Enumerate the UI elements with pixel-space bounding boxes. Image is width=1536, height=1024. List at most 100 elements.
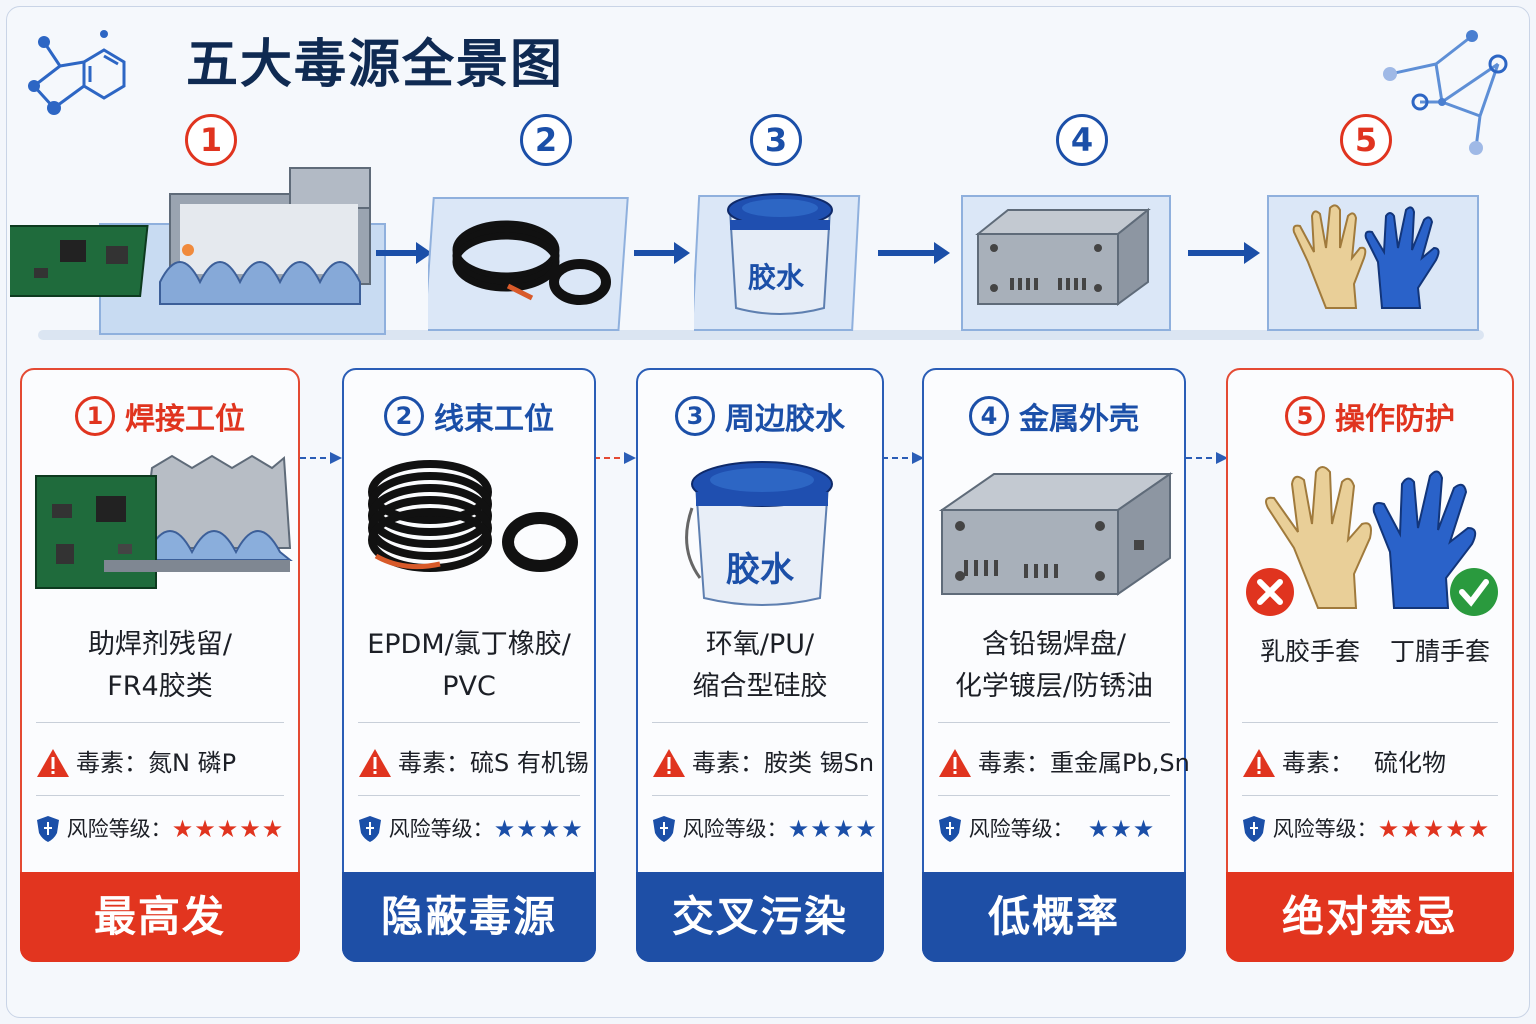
- risk-stars: ★★★: [1087, 815, 1156, 843]
- risk-row: 风险等级：★★★★★: [36, 810, 292, 846]
- page-title: 五大毒源全景图: [186, 35, 565, 95]
- toxin-row: 毒素：重金属Pb,Sn: [938, 742, 1190, 782]
- card-description: 含铅锡焊盘/ 化学镀层/防锈油: [932, 624, 1176, 708]
- divider: [358, 722, 580, 723]
- metal-case-icon: [938, 472, 1174, 596]
- toxin-row: 毒素：胺类 锡Sn: [652, 742, 876, 782]
- toxin-value: 氮N 磷P: [148, 749, 237, 777]
- card-description: EPDM/氯丁橡胶/ PVC: [352, 624, 586, 708]
- card-number: 4: [969, 396, 1009, 436]
- risk-label: 风险等级：: [388, 817, 494, 841]
- flow-arrow-1: [376, 242, 432, 264]
- warning-icon: [37, 749, 69, 777]
- card-title-text: 操作防护: [1335, 402, 1455, 437]
- card-title-text: 周边胶水: [725, 402, 845, 437]
- process-platform: [38, 330, 1484, 340]
- toxin-label: 毒素：: [692, 749, 764, 777]
- risk-row: 风险等级：★★★★★: [1242, 810, 1506, 846]
- cable-coil-icon: [368, 460, 578, 572]
- risk-label: 风险等级：: [66, 817, 172, 841]
- risk-stars: ★★★★: [787, 815, 878, 843]
- soldering-machine-icon: [35, 454, 293, 589]
- desc-line-2: FR4胶类: [107, 671, 213, 702]
- card-banner: 低概率: [922, 872, 1186, 962]
- molecule-icon-right: [1383, 30, 1508, 155]
- risk-row: 风险等级：★★★★: [358, 810, 588, 846]
- step-number-2: 2: [520, 114, 572, 166]
- dashed-arrow-2: [594, 452, 636, 464]
- glove-bad-label: 乳胶手套: [1260, 637, 1361, 666]
- toxin-label: 毒素：: [1282, 749, 1354, 777]
- card-title-text: 线束工位: [434, 402, 554, 437]
- glue-bucket-label-top: 胶水: [748, 261, 805, 294]
- flow-arrow-4: [1188, 242, 1260, 264]
- desc-line-2: 缩合型硅胶: [692, 671, 828, 702]
- warning-icon: [1243, 749, 1275, 777]
- warning-icon: [939, 749, 971, 777]
- glue-bucket-icon: [685, 461, 833, 606]
- risk-stars: ★★★★★: [1377, 815, 1491, 843]
- risk-label: 风险等级：: [682, 817, 788, 841]
- shield-icon: [1243, 816, 1265, 842]
- soldering-machine-illustration: [10, 167, 386, 335]
- divider: [938, 795, 1170, 796]
- divider: [36, 722, 284, 723]
- glue-bucket-label: 胶水: [726, 550, 794, 590]
- divider: [1242, 795, 1498, 796]
- toxin-value: 硫化物: [1374, 749, 1446, 777]
- card-number: 2: [384, 396, 424, 436]
- shield-icon: [359, 816, 381, 842]
- warning-icon: [653, 749, 685, 777]
- risk-stars: ★★★★★: [171, 815, 285, 843]
- card-number: 3: [675, 396, 715, 436]
- toxin-label: 毒素：: [978, 749, 1050, 777]
- desc-line-1: 含铅锡焊盘/: [981, 629, 1127, 660]
- divider: [652, 722, 868, 723]
- glue-bucket-illustration: [694, 193, 861, 331]
- card-title: 2 线束工位: [344, 394, 594, 438]
- step-number-5: 5: [1340, 114, 1392, 166]
- flow-arrow-2: [634, 242, 690, 264]
- step-number-3: 3: [750, 114, 802, 166]
- divider: [1242, 722, 1498, 723]
- card-banner: 最高发: [20, 872, 300, 962]
- card-banner: 交叉污染: [636, 872, 884, 962]
- divider: [652, 795, 868, 796]
- desc-line-1: EPDM/氯丁橡胶/: [367, 629, 571, 660]
- card-description: 环氧/PU/ 缩合型硅胶: [646, 624, 874, 708]
- shield-icon: [939, 816, 961, 842]
- divider: [938, 722, 1170, 723]
- card-banner: 绝对禁忌: [1226, 872, 1514, 962]
- desc-line-1: 助焊剂残留/: [87, 629, 233, 660]
- card-title: 3 周边胶水: [638, 394, 882, 438]
- risk-label: 风险等级：: [1272, 817, 1378, 841]
- desc-line-2: 化学镀层/防锈油: [954, 671, 1154, 702]
- toxin-label: 毒素：: [398, 749, 470, 777]
- toxin-label: 毒素：: [76, 749, 148, 777]
- metal-case-illustration: [961, 195, 1171, 331]
- toxin-value: 重金属Pb,Sn: [1050, 749, 1190, 777]
- card-wire-harness-station: 2 线束工位 EPDM/氯丁橡胶/ PVC 毒素：硫S 有机锡 风险等级：★★★★…: [342, 368, 596, 962]
- toxin-value: 胺类 锡Sn: [764, 749, 875, 777]
- dashed-arrow-4: [1186, 452, 1228, 464]
- risk-row: 风险等级：★★★★: [652, 810, 878, 846]
- molecule-icon-left: [28, 30, 126, 115]
- glove-good-label: 丁腈手套: [1390, 637, 1491, 666]
- shield-icon: [37, 816, 59, 842]
- card-peripheral-glue: 3 周边胶水 胶水 环氧/PU/ 缩合型硅胶 毒素：胺类 锡Sn 风险等级：★★★…: [636, 368, 884, 962]
- divider: [358, 795, 580, 796]
- toxin-row: 毒素：氮N 磷P: [36, 742, 292, 782]
- gloves-illustration: [1267, 195, 1479, 331]
- flow-arrow-3: [878, 242, 950, 264]
- dashed-arrow-3: [882, 452, 924, 464]
- cable-coil-illustration: [428, 197, 629, 331]
- gloves-comparison-icon: [1246, 466, 1498, 616]
- toxin-value: 硫S 有机锡: [470, 749, 589, 777]
- desc-line-1: 环氧/PU/: [705, 629, 815, 660]
- toxin-row: 毒素： 硫化物: [1242, 742, 1506, 782]
